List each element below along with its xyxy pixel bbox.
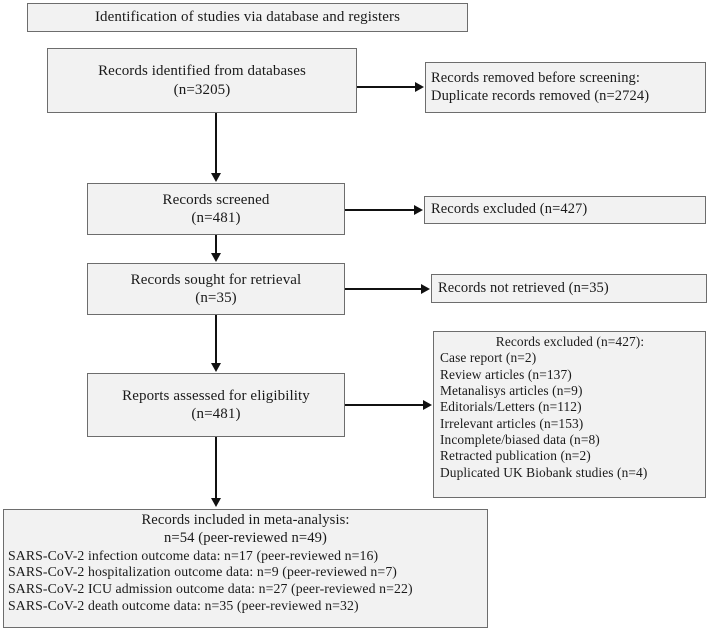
connector-identified-to-removed	[357, 86, 416, 88]
arrowhead-assessed-to-excluded-detail	[423, 400, 432, 410]
included-outcome-item: SARS-CoV-2 hospitalization outcome data:…	[8, 564, 398, 580]
diagram-header-banner: Identification of studies via database a…	[27, 3, 468, 32]
included-outcome-item: SARS-CoV-2 death outcome data: n=35 (pee…	[8, 598, 359, 614]
node-records-excluded-detail: Records excluded (n=427): Case report (n…	[433, 331, 706, 498]
connector-screened-to-excluded	[345, 209, 415, 211]
node-records-identified-line1: Records identified from databases	[98, 63, 306, 80]
exclusion-reason-item: Case report (n=2)	[440, 350, 537, 366]
node-records-excluded-summary-line1: Records excluded (n=427)	[431, 201, 588, 218]
exclusion-reason-item: Incomplete/biased data (n=8)	[440, 432, 600, 448]
node-records-not-retrieved-line1: Records not retrieved (n=35)	[438, 279, 609, 296]
arrowhead-screened-to-sought	[211, 253, 221, 262]
arrowhead-identified-to-screened	[211, 173, 221, 182]
connector-screened-to-sought	[215, 235, 217, 254]
node-records-removed-before-screening: Records removed before screening: Duplic…	[425, 62, 706, 113]
node-records-removed-line1: Records removed before screening:	[431, 69, 641, 86]
connector-assessed-to-included	[215, 437, 217, 499]
arrowhead-sought-to-assessed	[211, 363, 221, 372]
arrowhead-sought-to-not-retrieved	[421, 284, 430, 294]
node-records-sought-line2: (n=35)	[195, 290, 237, 306]
connector-assessed-to-excluded-detail	[345, 404, 424, 406]
diagram-title: Identification of studies via database a…	[94, 9, 401, 26]
node-records-excluded-summary: Records excluded (n=427)	[424, 196, 706, 224]
node-records-identified: Records identified from databases (n=320…	[47, 48, 357, 113]
exclusion-reason-item: Editorials/Letters (n=112)	[440, 399, 582, 415]
node-records-not-retrieved: Records not retrieved (n=35)	[431, 274, 707, 303]
node-reports-assessed-for-eligibility: Reports assessed for eligibility (n=481)	[87, 373, 345, 437]
node-reports-assessed-line2: (n=481)	[191, 406, 241, 422]
node-records-sought-for-retrieval: Records sought for retrieval (n=35)	[87, 263, 345, 315]
exclusion-reason-item: Irrelevant articles (n=153)	[440, 415, 584, 431]
exclusion-reason-item: Retracted publication (n=2)	[440, 448, 591, 464]
node-records-included-in-meta-analysis: Records included in meta-analysis: n=54 …	[3, 509, 488, 628]
node-records-excluded-detail-header: Records excluded (n=427):	[495, 334, 645, 349]
node-included-header2: n=54 (peer-reviewed n=49)	[164, 529, 327, 546]
exclusion-reason-item: Duplicated UK Biobank studies (n=4)	[440, 464, 648, 480]
connector-sought-to-not-retrieved	[345, 288, 422, 290]
connector-sought-to-assessed	[215, 315, 217, 364]
node-records-screened-line1: Records screened	[162, 191, 270, 208]
included-outcome-item: SARS-CoV-2 ICU admission outcome data: n…	[8, 581, 413, 597]
node-records-removed-line2: Duplicate records removed (n=2724)	[431, 87, 650, 104]
arrowhead-assessed-to-included	[211, 498, 221, 507]
exclusion-reason-item: Review articles (n=137)	[440, 366, 572, 382]
node-records-screened: Records screened (n=481)	[87, 183, 345, 235]
arrowhead-screened-to-excluded	[414, 205, 423, 215]
node-records-sought-line1: Records sought for retrieval	[130, 271, 302, 288]
node-reports-assessed-line1: Reports assessed for eligibility	[122, 387, 310, 404]
node-records-identified-line2: (n=3205)	[173, 81, 231, 98]
exclusion-reason-item: Metanalisys articles (n=9)	[440, 383, 583, 399]
node-included-header1: Records included in meta-analysis:	[141, 512, 350, 528]
node-records-screened-line2: (n=481)	[191, 210, 241, 226]
connector-identified-to-screened	[215, 113, 217, 174]
arrowhead-identified-to-removed	[415, 82, 424, 92]
included-outcome-item: SARS-CoV-2 infection outcome data: n=17 …	[8, 547, 379, 563]
